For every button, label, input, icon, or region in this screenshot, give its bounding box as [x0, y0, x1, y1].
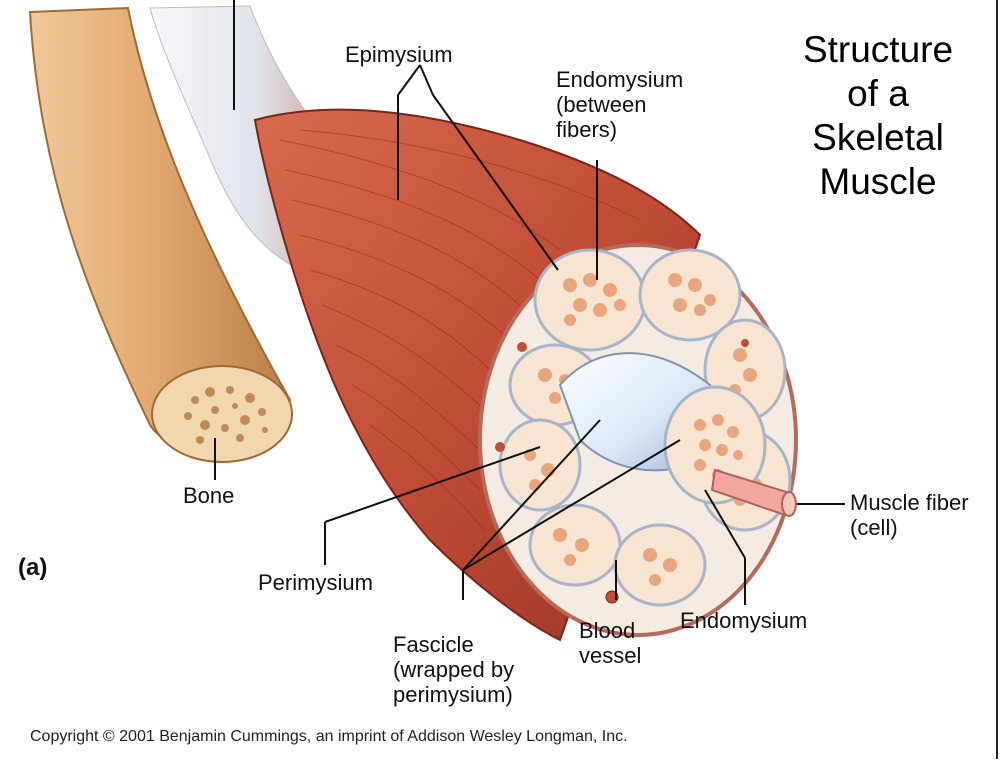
label-bone: Bone: [183, 483, 234, 508]
title-line: Skeletal: [790, 116, 966, 160]
bone-cross-section: [152, 366, 292, 462]
label-epimysium: Epimysium: [345, 42, 453, 67]
label-fascicle: Fascicle (wrapped by perimysium): [393, 632, 514, 707]
title-line: Muscle: [790, 160, 966, 204]
title-line: of a: [790, 72, 966, 116]
copyright-notice: Copyright © 2001 Benjamin Cummings, an i…: [30, 724, 628, 749]
title-line: Structure: [790, 28, 966, 72]
label-endomysium-between-fibers: Endomysium (between fibers): [556, 67, 683, 142]
panel-label: (a): [18, 555, 47, 580]
label-endomysium: Endomysium: [680, 608, 807, 633]
label-perimysium: Perimysium: [258, 570, 373, 595]
label-blood-vessel: Blood vessel: [579, 618, 641, 668]
right-border: [996, 0, 998, 759]
diagram-title: Structure of a Skeletal Muscle: [790, 28, 966, 204]
label-muscle-fiber: Muscle fiber (cell): [850, 490, 969, 540]
